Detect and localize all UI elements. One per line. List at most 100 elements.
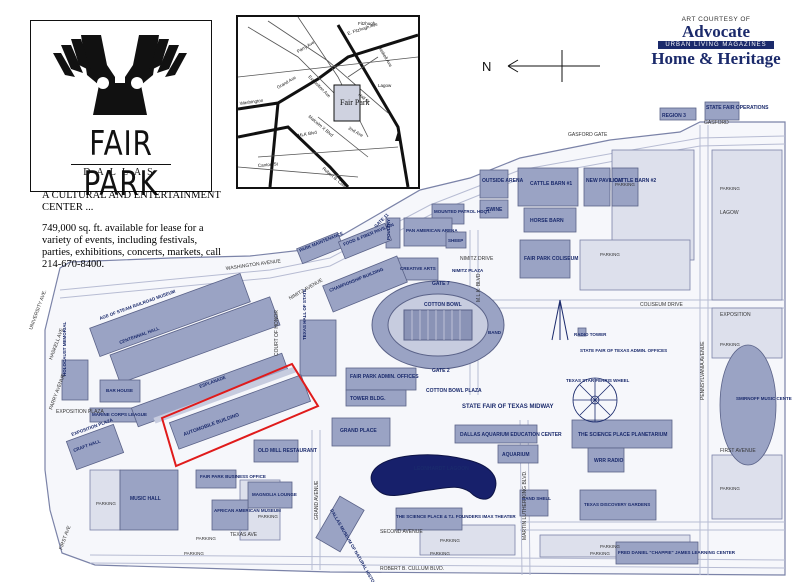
parking-label: PARKING xyxy=(96,501,116,506)
building-label: MAGNOLIA LOUNGE xyxy=(252,492,297,497)
inset-street-label: Canton St xyxy=(258,161,279,168)
building-holocaust xyxy=(61,359,89,401)
building-label: TEXAS HALL OF STATE xyxy=(302,289,307,340)
building-label: STATE FAIR OF TEXAS ADMIN. OFFICES xyxy=(580,348,667,353)
building-new-pavilion xyxy=(583,167,611,207)
street-label: COLISEUM DRIVE xyxy=(640,302,683,308)
street-label: GASFORD xyxy=(704,120,729,126)
home-heritage-logo: Home & Heritage xyxy=(651,49,781,68)
street-label: GRAND AVENUE xyxy=(314,480,320,520)
building-label: CATTLE BARN #2 xyxy=(614,178,656,184)
building-label: BAND xyxy=(488,330,502,335)
building-label: PAN AMERICAN ARENA xyxy=(406,228,458,233)
street-label: NIMITZ DRIVE xyxy=(460,256,494,262)
building-african-american xyxy=(211,499,249,531)
building-label: AQUARIUM xyxy=(502,452,530,458)
building-label: OUTSIDE ARENA xyxy=(482,178,524,184)
building-championship xyxy=(322,255,408,313)
north-arrow: N xyxy=(480,48,605,83)
advocate-logo: Advocate xyxy=(682,22,750,41)
intro-headline: A CULTURAL AND ENTERTAINMENT CENTER ... xyxy=(42,190,221,213)
building-outside-arena xyxy=(479,169,509,199)
automobile-building-highlight xyxy=(160,362,320,468)
inset-north-icon xyxy=(395,131,401,141)
building-wrr-radio xyxy=(587,447,625,473)
street-label: ROBERT B. CULLUM BLVD. xyxy=(380,566,444,572)
building-centennial-hall xyxy=(109,296,281,384)
building-label: LEONHARDT LAGOON xyxy=(414,466,469,472)
building-learning-center xyxy=(615,541,699,565)
building-label: TEXAS STAR FERRIS WHEEL xyxy=(566,378,630,383)
parking-label: PARKING xyxy=(600,544,620,549)
building-label: NIMITZ PLAZA xyxy=(452,268,484,273)
building-region-3 xyxy=(659,107,697,121)
building-radio-tower xyxy=(577,327,587,337)
street-label: UNIVERSITY AVE. xyxy=(28,289,48,331)
building-tower xyxy=(345,389,407,407)
building-label: OLD MILL RESTAURANT xyxy=(258,448,317,454)
building-grand-place xyxy=(331,417,391,447)
building-natural-history xyxy=(315,495,365,553)
building-label: STATE FAIR OPERATIONS xyxy=(706,105,769,111)
building-discovery-gardens xyxy=(579,489,657,521)
parking-lot xyxy=(711,149,783,301)
cotton-bowl-stadium xyxy=(371,280,505,370)
street-label: EXPOSITION xyxy=(720,312,751,318)
credit-line: ART COURTESY OF xyxy=(681,16,751,23)
building-label: RADIO TOWER xyxy=(574,332,607,337)
building-label: TEXAS DISCOVERY GARDENS xyxy=(584,502,650,507)
street-label: SECOND AVENUE xyxy=(380,529,423,535)
inset-street-label: MLK Blvd xyxy=(297,130,317,138)
building-label: HORSE BARN xyxy=(530,218,564,224)
building-imax xyxy=(395,507,463,531)
parking-label: PARKING xyxy=(258,514,278,519)
building-label: FAIR PARK COLISEUM xyxy=(524,256,578,262)
building-label: BAR HOUSE xyxy=(106,388,133,393)
street-label: PENNSYLVANIA AVENUE xyxy=(700,341,706,400)
fair-park-logo: FAIR PARK DALLAS xyxy=(30,20,212,204)
logo-city: DALLAS xyxy=(83,167,159,178)
parking-lot xyxy=(89,469,121,531)
intro-text: A CULTURAL AND ENTERTAINMENT CENTER ... … xyxy=(42,190,222,280)
fair-park-wordmark: FAIR PARK xyxy=(83,124,159,204)
building-park-maintenance xyxy=(296,231,344,265)
art-credit: ART COURTESY OF Advocate URBAN LIVING MA… xyxy=(650,16,782,68)
building-label: MARINE CORPS LEAGUE xyxy=(92,412,147,417)
building-label: WRR RADIO xyxy=(594,458,624,464)
building-food-fiber xyxy=(337,222,393,260)
street-label: M.L.K. BLVD. xyxy=(476,272,482,302)
building-label: CREATIVE ARTS xyxy=(400,266,436,271)
inset-street-label: Fitzhugh xyxy=(358,21,376,26)
esplanade-reflecting-pool xyxy=(153,366,297,424)
building-label: GATE 2 xyxy=(432,368,450,374)
parking-label: PARKING xyxy=(615,182,635,187)
building-label: FAIR PARK ADMIN. OFFICES xyxy=(350,374,419,380)
parking-lot xyxy=(579,239,691,291)
building-age-of-steam xyxy=(89,273,251,357)
building-label: NEW PAVILION xyxy=(586,178,622,184)
inset-street-label: 2nd Ave xyxy=(348,126,365,139)
building-aquarium xyxy=(497,444,539,464)
building-label: COTTON BOWL PLAZA xyxy=(426,388,482,394)
parking-lot xyxy=(711,454,783,520)
building-label: REGION 3 xyxy=(662,113,686,119)
building-craft-hall xyxy=(65,423,125,471)
inset-street-label: Haskell Ave xyxy=(377,45,393,68)
building-bar-house xyxy=(99,379,141,403)
building-coliseum xyxy=(519,239,571,279)
parking-label: PARKING xyxy=(430,551,450,556)
leonhardt-lagoon xyxy=(370,454,497,500)
building-label: POULTRY xyxy=(386,219,391,240)
inset-park-label: Fair Park xyxy=(340,98,370,107)
building-magnolia xyxy=(247,481,293,509)
parking-lots xyxy=(89,149,783,558)
building-label: CATTLE BARN #1 xyxy=(530,181,572,187)
parking-label: PARKING xyxy=(720,186,740,191)
building-sheep xyxy=(445,231,467,249)
north-arrow-icon: N xyxy=(482,50,600,82)
parking-label: PARKING xyxy=(720,342,740,347)
parking-label: PARKING xyxy=(590,551,610,556)
building-label: TOWER BLDG. xyxy=(350,396,386,402)
building-old-mill xyxy=(253,439,299,463)
